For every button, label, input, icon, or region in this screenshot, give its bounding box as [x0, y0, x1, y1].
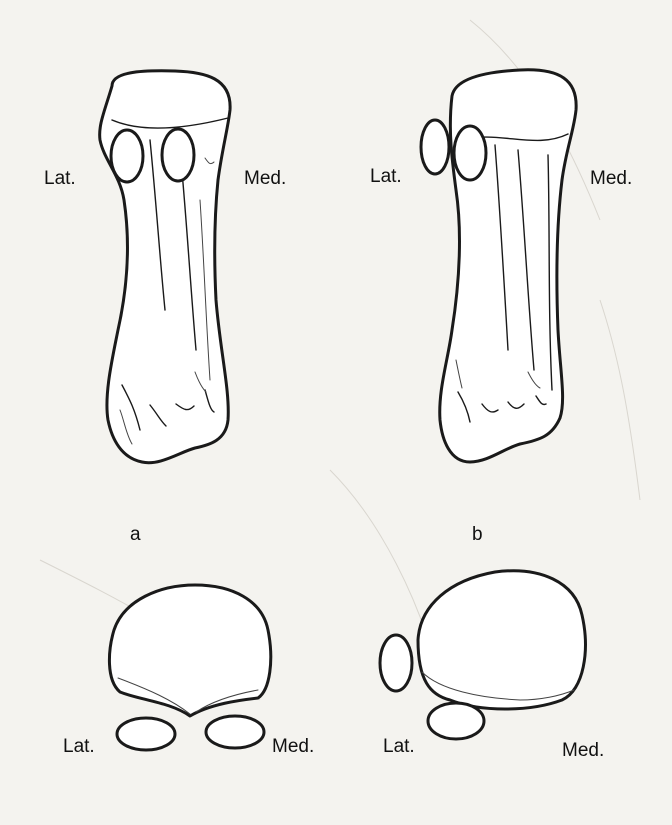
cross-section-b — [418, 571, 585, 709]
label-lateral-a: Lat. — [44, 168, 76, 189]
label-medial-b: Med. — [590, 168, 632, 189]
facet-lateral-a — [111, 130, 143, 182]
facet-lateral-b-outer — [421, 120, 449, 174]
facet-lateral-a-section — [117, 718, 175, 750]
label-medial-a: Med. — [244, 168, 286, 189]
caption-a: a — [130, 524, 141, 545]
caption-b: b — [472, 524, 483, 545]
bone-b-anterior — [440, 70, 576, 462]
label-medial-b-section: Med. — [562, 740, 604, 761]
label-medial-a-section: Med. — [272, 736, 314, 757]
label-lateral-a-section: Lat. — [63, 736, 95, 757]
facet-medial-a-section — [206, 716, 264, 748]
cross-section-a — [109, 585, 270, 716]
label-lateral-b-section: Lat. — [383, 736, 415, 757]
facet-lateral-b — [454, 126, 486, 180]
bone-a-anterior — [100, 71, 230, 463]
facet-medial-a — [162, 129, 194, 181]
facet-lateral-b-section — [428, 703, 484, 739]
facet-lateral-b-section-outer — [380, 635, 412, 691]
label-lateral-b: Lat. — [370, 166, 402, 187]
